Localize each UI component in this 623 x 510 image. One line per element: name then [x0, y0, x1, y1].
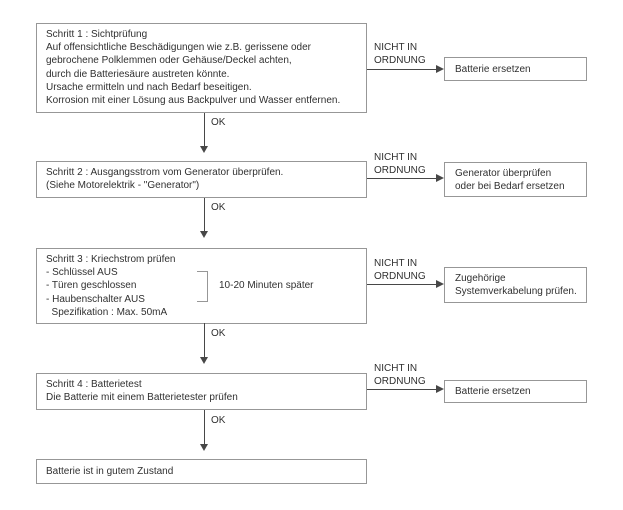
step-1-title: Schritt 1 : Sichtprüfung — [46, 29, 148, 40]
ok-label-1: OK — [211, 117, 226, 128]
ok-arrow-line-1 — [204, 113, 205, 147]
step-2-title: Schritt 2 : Ausgangsstrom vom Generator … — [46, 167, 284, 178]
step-4-box: Schritt 4 : Batterietest Die Batterie mi… — [36, 373, 367, 410]
step-3-line: Spezifikation : Max. 50mA — [46, 306, 168, 318]
fail-action-3-line: Systemverkabelung prüfen. — [455, 286, 577, 298]
fail-arrow-line-3 — [367, 284, 436, 285]
not-ok-label-line2: ORDNUNG — [374, 376, 426, 387]
result-text: Batterie ist in gutem Zustand — [46, 466, 174, 477]
ok-arrow-line-2 — [204, 198, 205, 232]
ok-arrow-head-4 — [200, 444, 208, 451]
not-ok-label-2: NICHT IN ORDNUNG — [374, 151, 426, 177]
step-3-line: - Haubenschalter AUS — [46, 293, 145, 305]
ok-arrow-head-3 — [200, 357, 208, 364]
fail-action-3-line: Zugehörige — [455, 273, 506, 284]
ok-label-3: OK — [211, 328, 226, 339]
bracket-note: 10-20 Minuten später — [219, 280, 314, 291]
fail-arrow-line-2 — [367, 178, 436, 179]
bracket-bottom-tick — [197, 301, 207, 302]
not-ok-label-1: NICHT IN ORDNUNG — [374, 41, 426, 67]
bracket-top-tick — [197, 271, 207, 272]
step-1-line: Ursache ermitteln und nach Bedarf beseit… — [46, 81, 252, 93]
step-2-line: (Siehe Motorelektrik - "Generator") — [46, 180, 200, 192]
not-ok-label-line1: NICHT IN — [374, 42, 418, 53]
ok-label-4: OK — [211, 415, 226, 426]
fail-arrow-head-1 — [436, 65, 444, 73]
ok-arrow-line-3 — [204, 323, 205, 358]
fail-arrow-line-1 — [367, 69, 436, 70]
not-ok-label-3: NICHT IN ORDNUNG — [374, 257, 426, 283]
not-ok-label-4: NICHT IN ORDNUNG — [374, 362, 426, 388]
not-ok-label-line2: ORDNUNG — [374, 271, 426, 282]
fail-arrow-line-4 — [367, 389, 436, 390]
step-1-line: Korrosion mit einer Lösung aus Backpulve… — [46, 95, 341, 107]
bracket-vertical — [207, 271, 208, 302]
not-ok-label-line2: ORDNUNG — [374, 55, 426, 66]
fail-arrow-head-3 — [436, 280, 444, 288]
step-3-box: Schritt 3 : Kriechstrom prüfen - Schlüss… — [36, 248, 367, 324]
step-3-line: - Türen geschlossen — [46, 280, 137, 292]
fail-action-4: Batterie ersetzen — [455, 386, 531, 397]
step-1-line: durch die Batteriesäure austreten könnte… — [46, 68, 230, 80]
fail-action-2-line: oder bei Bedarf ersetzen — [455, 181, 565, 193]
fail-arrow-head-2 — [436, 174, 444, 182]
ok-arrow-line-4 — [204, 410, 205, 445]
fail-box-2: Generator überprüfen oder bei Bedarf ers… — [444, 162, 587, 197]
ok-label-2: OK — [211, 202, 226, 213]
ok-arrow-head-1 — [200, 146, 208, 153]
step-1-box: Schritt 1 : Sichtprüfung Auf offensichtl… — [36, 23, 367, 113]
step-1-line: gebrochene Polklemmen oder Gehäuse/Decke… — [46, 55, 292, 67]
fail-arrow-head-4 — [436, 385, 444, 393]
step-4-title: Schritt 4 : Batterietest — [46, 379, 142, 390]
fail-action-2-line: Generator überprüfen — [455, 168, 552, 179]
fail-box-1: Batterie ersetzen — [444, 57, 587, 81]
step-3-line: - Schlüssel AUS — [46, 267, 118, 279]
not-ok-label-line1: NICHT IN — [374, 152, 418, 163]
step-4-line: Die Batterie mit einem Batterietester pr… — [46, 392, 238, 404]
fail-action-1: Batterie ersetzen — [455, 64, 531, 75]
fail-box-4: Batterie ersetzen — [444, 380, 587, 403]
not-ok-label-line1: NICHT IN — [374, 258, 418, 269]
not-ok-label-line2: ORDNUNG — [374, 165, 426, 176]
step-3-title: Schritt 3 : Kriechstrom prüfen — [46, 254, 176, 265]
ok-arrow-head-2 — [200, 231, 208, 238]
not-ok-label-line1: NICHT IN — [374, 363, 418, 374]
fail-box-3: Zugehörige Systemverkabelung prüfen. — [444, 267, 587, 303]
step-1-line: Auf offensichtliche Beschädigungen wie z… — [46, 42, 311, 54]
result-box: Batterie ist in gutem Zustand — [36, 459, 367, 484]
step-2-box: Schritt 2 : Ausgangsstrom vom Generator … — [36, 161, 367, 198]
